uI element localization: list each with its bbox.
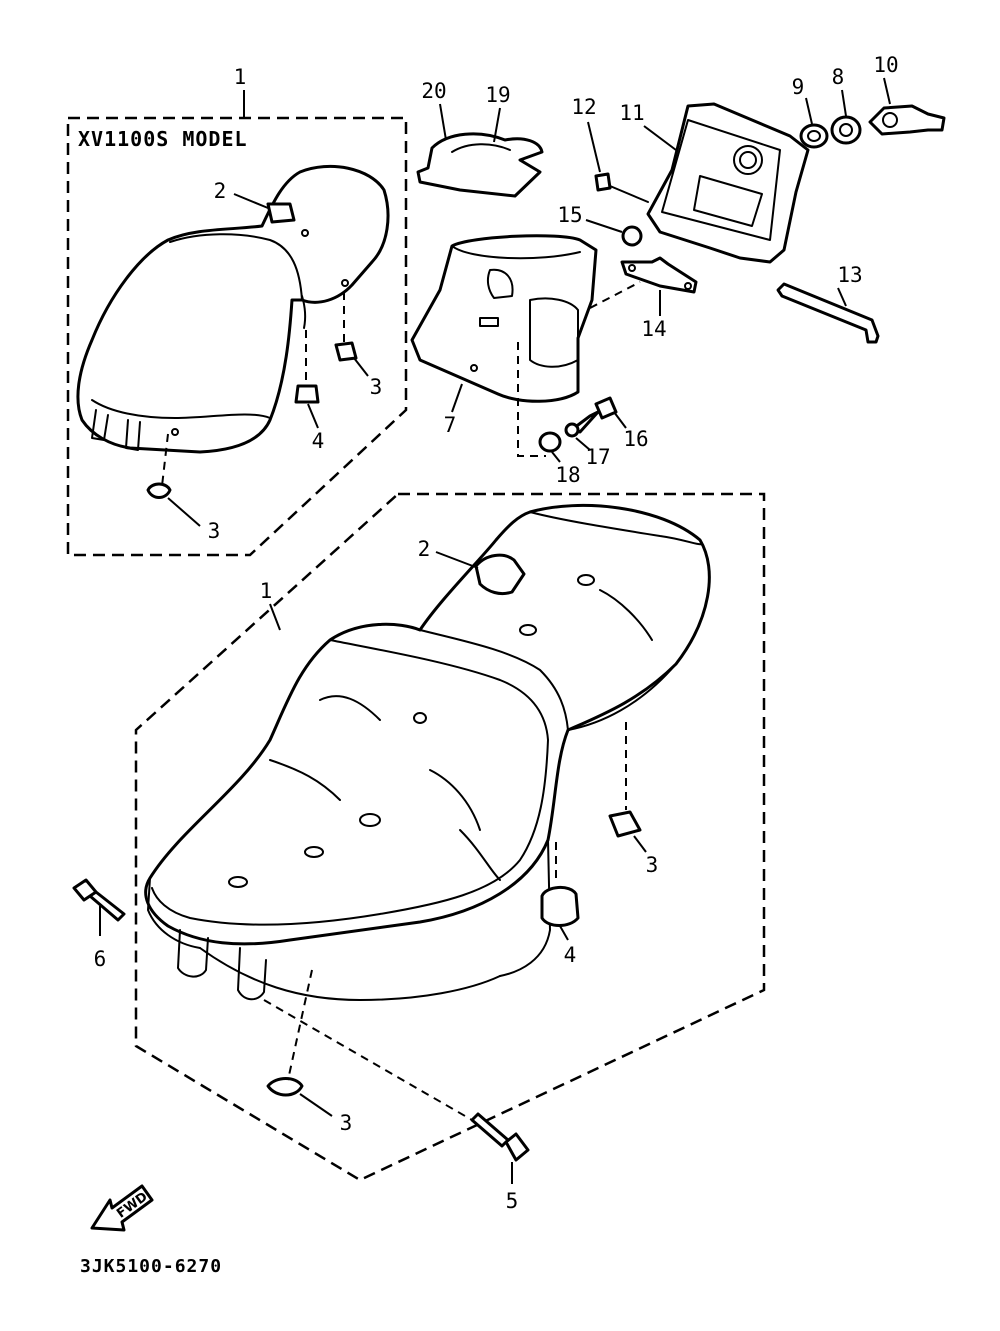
callout-4-main: 4 <box>564 943 577 967</box>
seat-clip-top-bottom <box>146 482 172 499</box>
strap-tag-main <box>474 553 526 596</box>
callout-5: 5 <box>506 1189 519 1213</box>
callout-15: 15 <box>557 203 582 227</box>
seat-damper-main <box>540 886 580 927</box>
callout-2-top: 2 <box>214 179 227 203</box>
cover-grommet <box>538 431 562 453</box>
rear-panel <box>646 102 810 264</box>
strap-tag-top <box>266 202 296 224</box>
callout-4-top: 4 <box>312 429 325 453</box>
panel-clip <box>594 172 612 192</box>
callout-8: 8 <box>832 65 845 89</box>
seat-damper-top <box>294 384 320 404</box>
callout-19: 19 <box>485 83 510 107</box>
seat-bolt-5 <box>470 1112 530 1162</box>
solo-seat <box>76 164 390 454</box>
callout-11: 11 <box>619 101 644 125</box>
cover-washer <box>564 422 580 438</box>
seat-clip-main-right <box>608 810 642 838</box>
panel-bracket <box>620 256 698 294</box>
callout-3-main-right: 3 <box>646 853 659 877</box>
panel-nut <box>621 225 643 247</box>
callout-14: 14 <box>641 317 666 341</box>
callout-13: 13 <box>837 263 862 287</box>
callout-3-top-right: 3 <box>370 375 383 399</box>
callout-6: 6 <box>94 947 107 971</box>
callout-12: 12 <box>571 95 596 119</box>
tail-cover <box>410 234 598 403</box>
dual-seat-assembly: 2 1 3 4 6 3 5 <box>72 492 766 1213</box>
seat-clip-top-right <box>334 341 358 362</box>
callout-3-main-bottom: 3 <box>340 1111 353 1135</box>
lock-cylinder <box>868 104 946 136</box>
callout-1-top: 1 <box>234 65 247 89</box>
seat-bolt-6 <box>72 878 126 922</box>
callout-16: 16 <box>623 427 648 451</box>
inset-title: XV1100S MODEL <box>78 127 248 151</box>
lock-washer <box>799 123 829 149</box>
callout-20: 20 <box>421 79 446 103</box>
callout-7: 7 <box>444 413 457 437</box>
lock-rod <box>776 282 880 344</box>
callout-2-main: 2 <box>418 537 431 561</box>
cover-bolt <box>572 396 618 434</box>
catalog-number: 3JK5100-6270 <box>80 1256 222 1277</box>
seat-clip-main-bottom <box>266 1077 304 1097</box>
callout-1-main: 1 <box>260 579 273 603</box>
main-dashed-border <box>134 492 766 1182</box>
callout-10: 10 <box>873 53 898 77</box>
callout-17: 17 <box>585 445 610 469</box>
grab-bracket <box>416 132 544 198</box>
callout-18: 18 <box>555 463 580 487</box>
callout-9: 9 <box>792 75 805 99</box>
rear-cover-assembly: 20 19 7 11 12 9 <box>410 53 946 487</box>
callout-3-top-bottom: 3 <box>208 519 221 543</box>
dual-seat <box>144 503 711 1001</box>
xv1100s-model-inset: XV1100S MODEL 1 2 3 <box>66 65 408 557</box>
lock-nut <box>830 115 862 145</box>
front-direction-arrow: FWD <box>90 1184 154 1232</box>
